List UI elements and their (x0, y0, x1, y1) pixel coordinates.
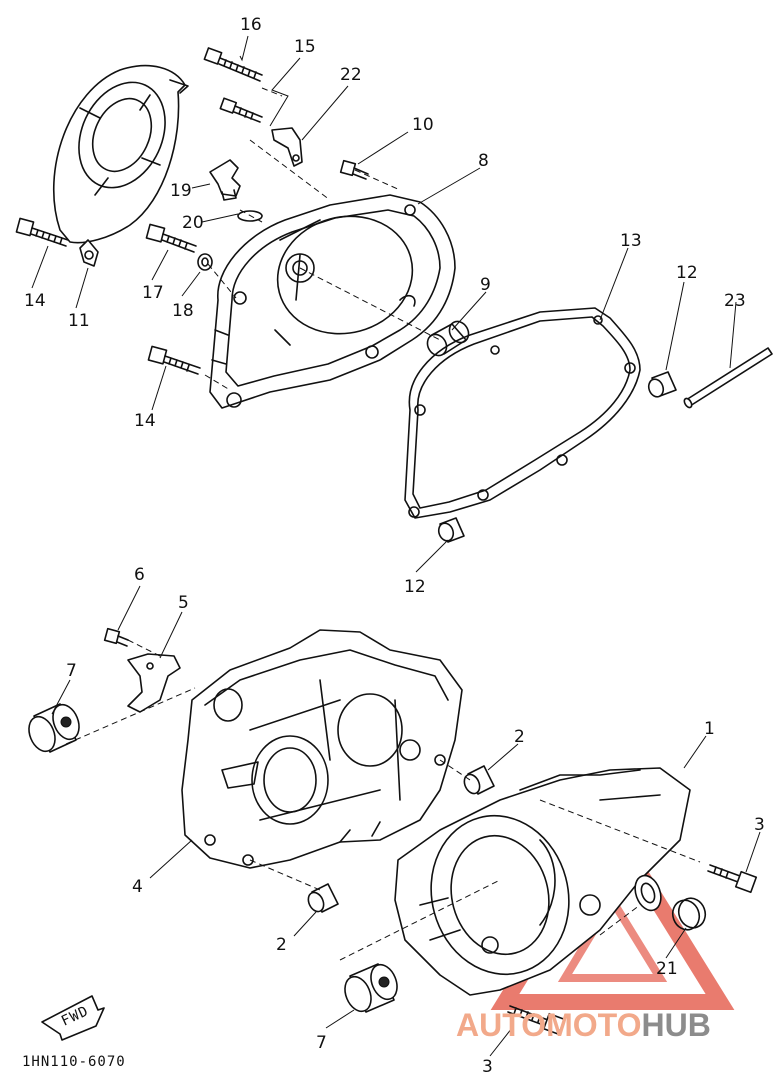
shroud-cover-part-11 (52, 64, 189, 267)
callout-12-b: 12 (404, 577, 426, 597)
callout-16: 16 (240, 15, 262, 35)
callout-7-b: 7 (316, 1033, 327, 1053)
crankcase-left-part-4 (181, 629, 463, 869)
callout-2-b: 2 (276, 935, 287, 955)
callout-12-a: 12 (676, 263, 698, 283)
watermark-part1: AUTOMOTO (456, 1007, 641, 1043)
callout-14-b: 14 (134, 411, 156, 431)
callout-18: 18 (172, 301, 194, 321)
bolt-part-3-a (707, 864, 758, 894)
damper-part-7-a (28, 703, 80, 753)
bracket-part-22 (271, 127, 303, 167)
callout-6: 6 (134, 565, 145, 585)
diagram-code: 1HN110-6070 (22, 1054, 126, 1070)
bolt-part-3-b (507, 1005, 566, 1036)
plug-part-19 (209, 159, 241, 201)
leader-lines (31, 35, 761, 1057)
bolt-part-10 (339, 159, 369, 180)
callout-17: 17 (142, 283, 164, 303)
dowel-part-2-a (463, 765, 495, 795)
dowel-part-12-b (437, 517, 465, 543)
washer-part-18 (197, 253, 213, 271)
callout-22: 22 (340, 65, 362, 85)
callout-2-a: 2 (514, 727, 525, 747)
oring-part-20 (237, 210, 263, 222)
callout-8: 8 (478, 151, 489, 171)
bolt-part-16 (203, 47, 263, 82)
callout-7-a: 7 (66, 661, 77, 681)
rod-part-23 (683, 347, 773, 409)
dowel-part-2-b (307, 883, 339, 913)
bolt-part-17 (145, 223, 197, 253)
callout-21: 21 (656, 959, 678, 979)
alignment-line-lower (65, 639, 701, 961)
callout-14-a: 14 (24, 291, 46, 311)
bolt-part-14-b (147, 345, 201, 375)
callout-11: 11 (68, 311, 90, 331)
callout-5: 5 (178, 593, 189, 613)
callout-3-a: 3 (754, 815, 765, 835)
callout-1: 1 (704, 719, 715, 739)
callout-23: 23 (724, 291, 746, 311)
callout-19: 19 (170, 181, 192, 201)
callout-10: 10 (412, 115, 434, 135)
callout-15: 15 (294, 37, 316, 57)
gasket-part-13 (404, 307, 641, 519)
watermark-part2: HUB (641, 1007, 710, 1043)
callout-3-b: 3 (482, 1057, 493, 1077)
fwd-arrow-icon (41, 995, 105, 1041)
bolt-part-15 (219, 97, 263, 123)
alignment-line-upper (204, 87, 441, 391)
callout-4: 4 (132, 877, 143, 897)
crankcase-cover-part-8 (209, 194, 456, 409)
damper-part-7-b (344, 963, 398, 1013)
dowel-part-12-a (647, 371, 677, 398)
crankcase-right-part-1 (394, 767, 691, 996)
watermark-text: AUTOMOTOHUB (456, 1007, 711, 1043)
bolt-part-14-a (15, 217, 69, 247)
callout-9: 9 (480, 275, 491, 295)
callout-20: 20 (182, 213, 204, 233)
bolt-part-6 (103, 627, 129, 647)
bracket-part-5 (127, 653, 181, 713)
plug-part-21 (671, 897, 707, 931)
callout-13: 13 (620, 231, 642, 251)
